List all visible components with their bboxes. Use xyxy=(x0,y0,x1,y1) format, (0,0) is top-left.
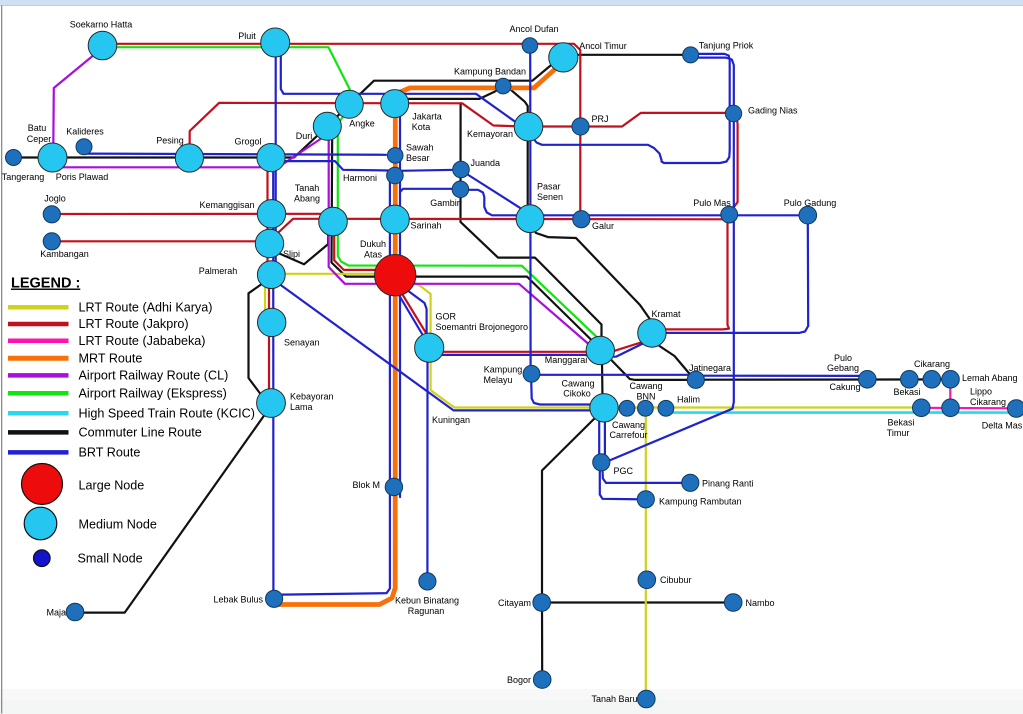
svg-text:Sawah: Sawah xyxy=(406,143,434,153)
svg-text:Gebang: Gebang xyxy=(827,363,859,373)
svg-text:Lemah Abang: Lemah Abang xyxy=(962,373,1018,383)
svg-text:Senen: Senen xyxy=(537,192,563,202)
svg-text:Maja: Maja xyxy=(46,608,66,618)
svg-text:Kemayoran: Kemayoran xyxy=(467,129,513,139)
svg-text:Gambir: Gambir xyxy=(430,198,460,208)
svg-text:Large Node: Large Node xyxy=(79,479,145,493)
svg-text:Grogol: Grogol xyxy=(234,137,261,147)
svg-text:Kramat: Kramat xyxy=(651,309,681,319)
svg-text:Lebak Bulus: Lebak Bulus xyxy=(213,594,263,604)
svg-text:Pulo Gadung: Pulo Gadung xyxy=(784,198,837,208)
svg-text:Airport Railway (Ekspress): Airport Railway (Ekspress) xyxy=(79,386,227,400)
svg-text:Juanda: Juanda xyxy=(471,158,501,168)
svg-text:Dukuh: Dukuh xyxy=(360,239,386,249)
svg-text:Carrefour: Carrefour xyxy=(609,430,647,440)
svg-text:Tanah: Tanah xyxy=(295,183,320,193)
svg-text:High Speed Train Route (KCIC): High Speed Train Route (KCIC) xyxy=(79,406,255,420)
svg-text:Senayan: Senayan xyxy=(284,338,320,348)
svg-text:Airport Railway Route (CL): Airport Railway Route (CL) xyxy=(79,369,229,383)
svg-text:Kalideres: Kalideres xyxy=(66,127,104,137)
svg-text:Kebayoran: Kebayoran xyxy=(290,392,334,402)
svg-text:Kebun Binatang: Kebun Binatang xyxy=(395,596,459,606)
svg-text:Bekasi: Bekasi xyxy=(887,418,914,428)
svg-text:Medium Node: Medium Node xyxy=(79,518,157,532)
svg-text:Cibubur: Cibubur xyxy=(660,575,692,585)
svg-text:Tanah Baru: Tanah Baru xyxy=(591,694,637,704)
svg-text:Pasar: Pasar xyxy=(537,182,561,192)
svg-text:Duri: Duri xyxy=(296,131,313,141)
svg-text:Joglo: Joglo xyxy=(44,194,66,204)
svg-text:Angke: Angke xyxy=(349,119,375,129)
svg-text:Soekarno Hatta: Soekarno Hatta xyxy=(70,20,133,30)
svg-text:Gading Nias: Gading Nias xyxy=(748,106,798,116)
svg-text:Besar: Besar xyxy=(406,153,430,163)
svg-text:Ancol Dufan: Ancol Dufan xyxy=(509,24,558,34)
svg-text:LEGEND :: LEGEND : xyxy=(11,276,80,292)
svg-text:GOR: GOR xyxy=(436,312,457,322)
svg-text:Lama: Lama xyxy=(290,402,313,412)
svg-text:Commuter Line Route: Commuter Line Route xyxy=(79,426,202,440)
svg-text:Slipi: Slipi xyxy=(283,249,300,259)
svg-text:Pesing: Pesing xyxy=(156,136,184,146)
svg-text:LRT Route (Jakpro): LRT Route (Jakpro) xyxy=(79,317,189,331)
svg-text:Blok M: Blok M xyxy=(352,480,380,490)
svg-text:Citayam: Citayam xyxy=(498,598,531,608)
svg-text:Palmerah: Palmerah xyxy=(199,266,238,276)
svg-text:Bekasi: Bekasi xyxy=(893,387,920,397)
svg-text:Abang: Abang xyxy=(294,194,320,204)
svg-text:Tanjung Priok: Tanjung Priok xyxy=(699,41,754,51)
svg-text:Manggarai: Manggarai xyxy=(545,355,588,365)
svg-text:Lippo: Lippo xyxy=(970,387,992,397)
svg-text:Cikoko: Cikoko xyxy=(563,388,591,398)
svg-text:Tangerang: Tangerang xyxy=(2,172,45,182)
svg-text:Cawang: Cawang xyxy=(612,420,645,430)
svg-text:BNN: BNN xyxy=(636,392,655,402)
svg-text:Cikarang: Cikarang xyxy=(914,359,950,369)
svg-text:PGC: PGC xyxy=(614,466,634,476)
svg-text:Nambo: Nambo xyxy=(746,598,775,608)
svg-text:Timur: Timur xyxy=(887,428,910,438)
svg-text:Kampung: Kampung xyxy=(484,365,523,375)
svg-text:Jakarta: Jakarta xyxy=(412,112,442,122)
svg-text:Harmoni: Harmoni xyxy=(343,173,377,183)
svg-text:Kampung Rambutan: Kampung Rambutan xyxy=(659,497,742,507)
svg-text:Sarinah: Sarinah xyxy=(411,221,442,231)
svg-text:Bogor: Bogor xyxy=(507,675,531,685)
svg-text:Cawang: Cawang xyxy=(629,381,662,391)
svg-text:Soemantri Brojonegoro: Soemantri Brojonegoro xyxy=(436,322,529,332)
svg-text:Jatinegara: Jatinegara xyxy=(689,363,731,373)
svg-text:Ceper: Ceper xyxy=(27,134,52,144)
svg-text:Poris Plawad: Poris Plawad xyxy=(56,172,109,182)
svg-text:PRJ: PRJ xyxy=(592,114,609,124)
svg-text:LRT Route (Adhi Karya): LRT Route (Adhi Karya) xyxy=(79,300,213,314)
svg-text:Cawang: Cawang xyxy=(561,378,594,388)
svg-text:Pinang Ranti: Pinang Ranti xyxy=(702,479,754,489)
svg-text:Pulo Mas: Pulo Mas xyxy=(693,198,731,208)
svg-text:Delta Mas: Delta Mas xyxy=(982,421,1023,431)
svg-text:Kemanggisan: Kemanggisan xyxy=(199,200,254,210)
svg-text:Cikarang: Cikarang xyxy=(970,397,1006,407)
svg-text:Ancol Timur: Ancol Timur xyxy=(579,41,627,51)
svg-text:LRT Route (Jababeka): LRT Route (Jababeka) xyxy=(79,334,206,348)
svg-text:Atas: Atas xyxy=(364,250,383,260)
svg-text:Small Node: Small Node xyxy=(78,552,143,566)
svg-text:Batu: Batu xyxy=(28,123,47,133)
svg-text:Galur: Galur xyxy=(592,221,614,231)
svg-text:Melayu: Melayu xyxy=(483,375,512,385)
svg-text:Ragunan: Ragunan xyxy=(408,606,445,616)
svg-text:BRT Route: BRT Route xyxy=(79,446,141,460)
svg-text:MRT Route: MRT Route xyxy=(79,351,143,365)
svg-text:Kambangan: Kambangan xyxy=(40,249,89,259)
svg-text:Cakung: Cakung xyxy=(829,382,860,392)
svg-text:Kuningan: Kuningan xyxy=(432,415,470,425)
svg-text:Kampung Bandan: Kampung Bandan xyxy=(454,67,526,77)
svg-text:Kota: Kota xyxy=(412,122,431,132)
svg-text:Halim: Halim xyxy=(677,395,700,405)
svg-text:Pluit: Pluit xyxy=(238,31,256,41)
svg-text:Pulo: Pulo xyxy=(834,353,852,363)
